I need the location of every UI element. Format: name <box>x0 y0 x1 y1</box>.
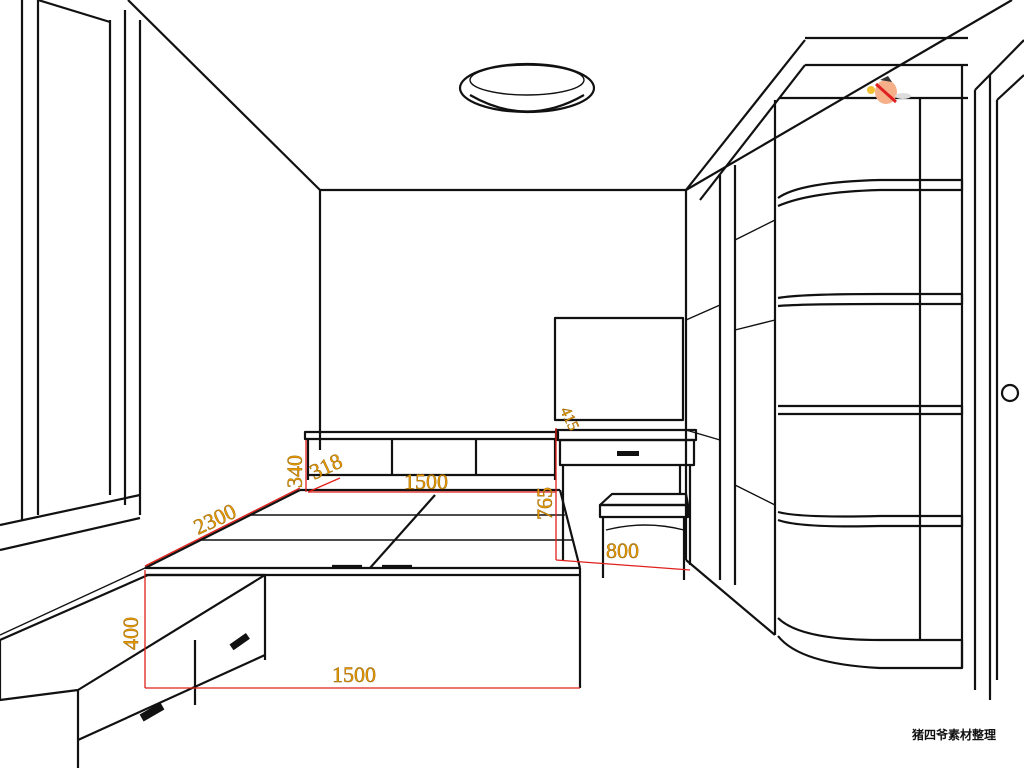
dressing-table <box>553 316 698 565</box>
watermark-logo <box>867 76 911 104</box>
ceiling-lamp <box>458 62 596 114</box>
label-desk-height: 765 <box>532 487 557 520</box>
window <box>0 0 142 552</box>
corner-shelf <box>777 65 968 670</box>
caption: 猪四爷素材整理 <box>911 728 996 742</box>
dimension-lines <box>144 428 691 689</box>
door <box>973 39 1024 700</box>
label-headboard-depth: 318 <box>306 448 346 485</box>
label-headboard-height: 340 <box>282 455 307 488</box>
door-knob-icon <box>1000 383 1020 403</box>
bed <box>144 430 582 688</box>
label-bed-width-front: 1500 <box>332 662 376 687</box>
label-desk-width: 800 <box>606 538 639 563</box>
bench-cabinet <box>0 573 267 768</box>
wardrobe <box>684 36 968 636</box>
room-walls <box>0 0 1013 636</box>
label-bed-height: 400 <box>118 617 143 650</box>
label-bed-width-back: 1500 <box>404 469 448 494</box>
